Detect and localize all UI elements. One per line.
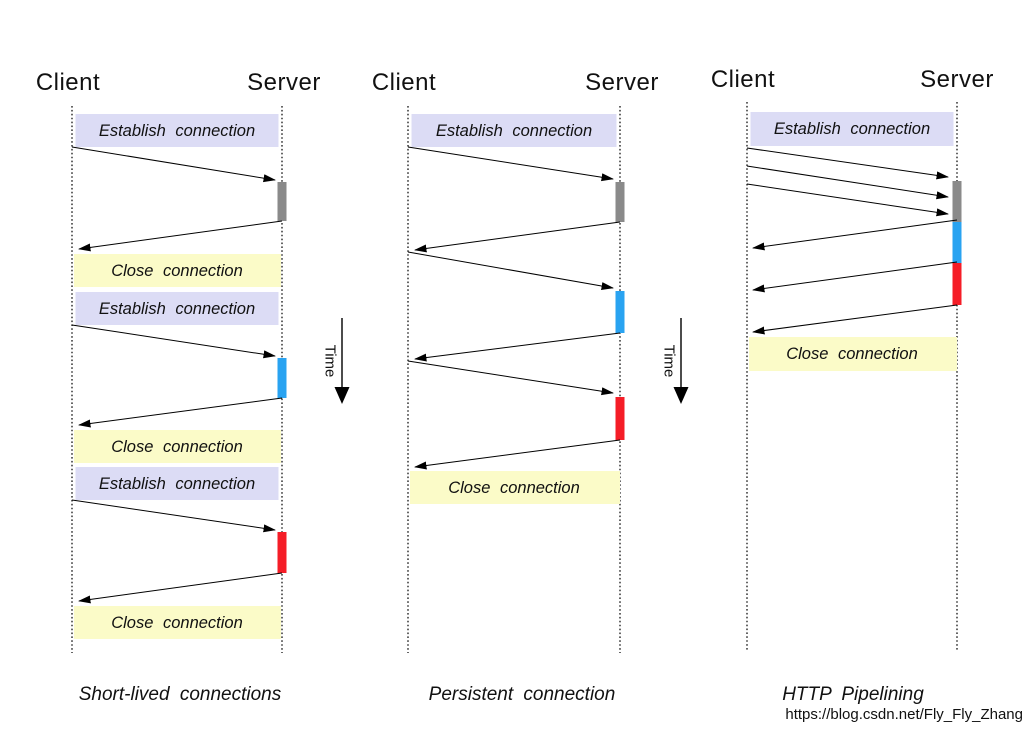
panel-short-lived-connections: Client Server Establish connection Close… bbox=[36, 69, 321, 705]
time-label: Time bbox=[322, 345, 339, 378]
establish-connection-label: Establish connection bbox=[774, 120, 930, 138]
request-arrow bbox=[407, 251, 614, 290]
server-header: Server bbox=[920, 66, 994, 93]
panel-http-pipelining: Client Server Establish connection Close… bbox=[711, 66, 994, 705]
client-header: Client bbox=[36, 69, 100, 96]
close-connection-box bbox=[749, 337, 957, 371]
time-axis-2: Time bbox=[661, 318, 689, 404]
close-connection-box bbox=[74, 254, 281, 287]
response-arrow bbox=[414, 332, 621, 362]
server-processing-bar-gray bbox=[277, 182, 287, 221]
request-arrow bbox=[746, 165, 949, 200]
server-processing-bar-blue bbox=[277, 358, 287, 398]
establish-connection-box bbox=[75, 292, 279, 325]
server-processing-bar-gray bbox=[615, 182, 625, 222]
close-connection-label: Close connection bbox=[111, 614, 243, 632]
close-connection-box bbox=[74, 430, 281, 463]
time-axis-1: Time bbox=[322, 318, 350, 404]
panel-persistent-connection: Client Server Establish connection Close… bbox=[372, 69, 659, 705]
close-connection-label: Close connection bbox=[111, 438, 243, 456]
server-processing-bar-red bbox=[615, 397, 625, 440]
establish-connection-box bbox=[750, 112, 954, 146]
establish-connection-label: Establish connection bbox=[436, 122, 592, 140]
watermark-text: https://blog.csdn.net/Fly_Fly_Zhang bbox=[785, 706, 1023, 723]
close-connection-label: Close connection bbox=[786, 345, 918, 363]
close-connection-box bbox=[410, 471, 620, 504]
close-connection-box bbox=[74, 606, 281, 639]
server-processing-bar-blue bbox=[615, 291, 625, 333]
close-connection-label: Close connection bbox=[448, 479, 580, 497]
establish-connection-label: Establish connection bbox=[99, 122, 255, 140]
request-arrow bbox=[71, 324, 276, 359]
panel-caption: Short-lived connections bbox=[79, 684, 282, 705]
response-arrow bbox=[752, 304, 958, 335]
establish-connection-box bbox=[411, 114, 617, 147]
panel-caption: Persistent connection bbox=[429, 684, 616, 705]
request-arrow bbox=[71, 499, 276, 533]
server-processing-bar-gray bbox=[952, 181, 962, 222]
panel-caption: HTTP Pipelining bbox=[782, 684, 924, 705]
time-arrow-head-icon bbox=[334, 387, 350, 404]
client-header: Client bbox=[372, 69, 436, 96]
client-header: Client bbox=[711, 66, 775, 93]
server-header: Server bbox=[585, 69, 659, 96]
server-processing-bar-red bbox=[952, 263, 962, 305]
response-arrow bbox=[78, 397, 283, 428]
response-arrow bbox=[78, 220, 283, 252]
server-processing-bar-blue bbox=[952, 222, 962, 263]
server-header: Server bbox=[247, 69, 321, 96]
response-arrow bbox=[752, 261, 958, 293]
establish-connection-label: Establish connection bbox=[99, 300, 255, 318]
time-arrow-head-icon bbox=[673, 387, 689, 404]
time-label: Time bbox=[661, 345, 678, 378]
establish-connection-label: Establish connection bbox=[99, 475, 255, 493]
establish-connection-box bbox=[75, 467, 279, 500]
establish-connection-box bbox=[75, 114, 279, 147]
response-arrow bbox=[414, 439, 621, 470]
request-arrow bbox=[407, 146, 614, 182]
response-arrow bbox=[752, 219, 958, 251]
response-arrow bbox=[414, 221, 621, 253]
request-arrow bbox=[71, 146, 276, 183]
close-connection-label: Close connection bbox=[111, 262, 243, 280]
request-arrow bbox=[746, 147, 949, 180]
server-processing-bar-red bbox=[277, 532, 287, 573]
response-arrow bbox=[78, 572, 283, 604]
request-arrow bbox=[746, 183, 949, 217]
request-arrow bbox=[407, 360, 614, 396]
